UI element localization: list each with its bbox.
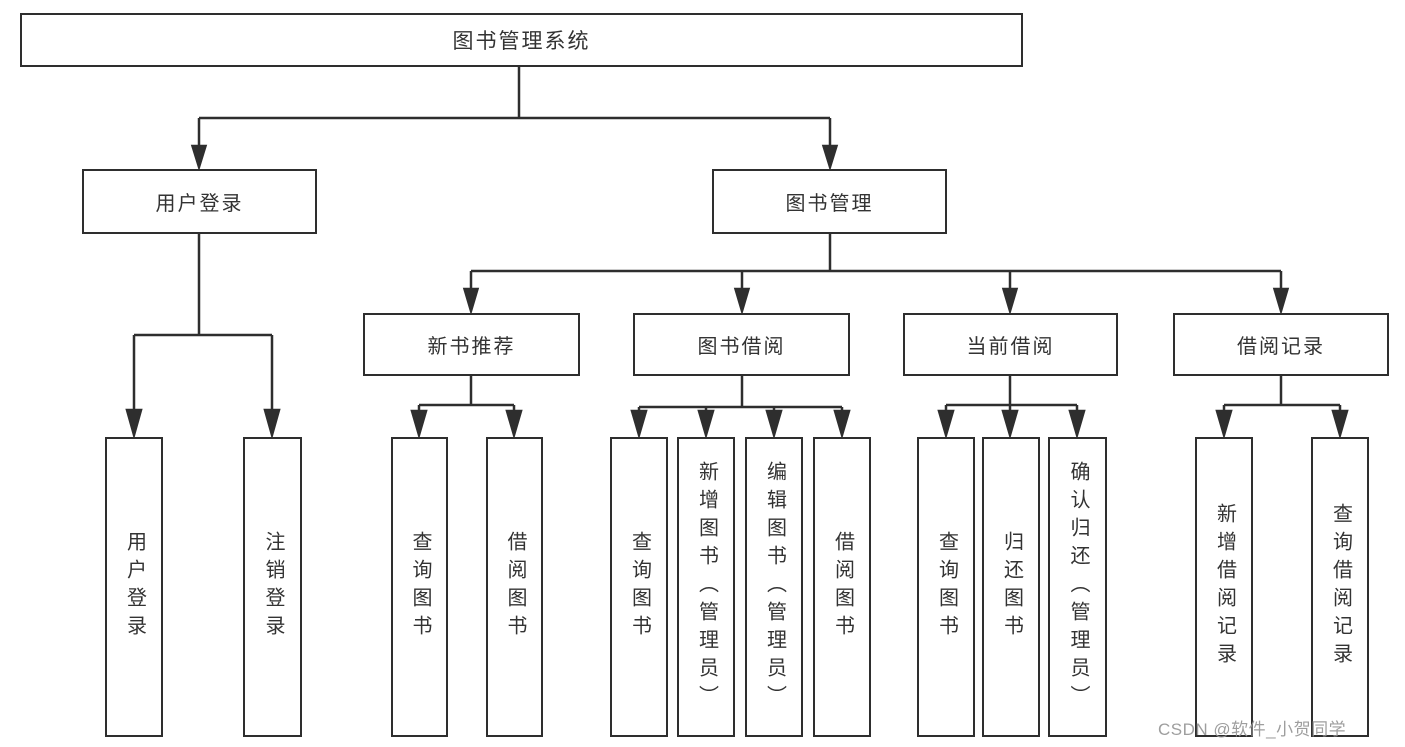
node-current-borrowing: 当前借阅 (903, 313, 1118, 376)
node-return-books: 归还图书 (982, 437, 1040, 737)
node-borrow-books-borrow: 借阅图书 (813, 437, 871, 737)
node-edit-books-admin: 编辑图书（管理员） (745, 437, 803, 737)
connector-user-login-split (125, 234, 281, 440)
node-borrow-books-newbook: 借阅图书 (486, 437, 543, 737)
node-add-borrow-record: 新增借阅记录 (1195, 437, 1253, 737)
node-add-books-admin: 新增图书（管理员） (677, 437, 735, 737)
node-query-borrow-record: 查询借阅记录 (1311, 437, 1369, 737)
node-user-login-leaf: 用户登录 (105, 437, 163, 737)
node-query-books-borrow: 查询图书 (610, 437, 668, 737)
node-book-management: 图书管理 (712, 169, 947, 234)
connector-book-management-split (462, 234, 1290, 316)
node-logout-login: 注销登录 (243, 437, 302, 737)
node-new-book-recommendation: 新书推荐 (363, 313, 580, 376)
connector-book-borrowing-split (630, 376, 851, 440)
connector-current-borrowing-split (937, 376, 1086, 440)
connector-root-to-level2 (190, 67, 839, 172)
node-library-management-system: 图书管理系统 (20, 13, 1023, 67)
connector-borrowing-records-split (1215, 376, 1349, 440)
connector-new-book-split (410, 376, 523, 440)
node-borrowing-records: 借阅记录 (1173, 313, 1389, 376)
node-book-borrowing: 图书借阅 (633, 313, 850, 376)
node-query-books-current: 查询图书 (917, 437, 975, 737)
node-user-login: 用户登录 (82, 169, 317, 234)
csdn-watermark: CSDN @软件_小贺同学 (1158, 720, 1347, 739)
node-confirm-return-admin: 确认归还（管理员） (1048, 437, 1107, 737)
node-query-books-newbook: 查询图书 (391, 437, 448, 737)
